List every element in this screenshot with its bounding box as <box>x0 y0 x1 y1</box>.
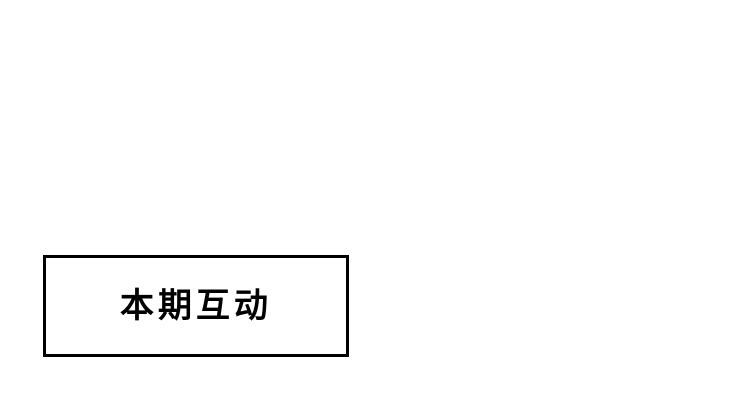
section-title: 本期互动 <box>120 286 272 326</box>
section-title-box: 本期互动 <box>43 255 349 357</box>
